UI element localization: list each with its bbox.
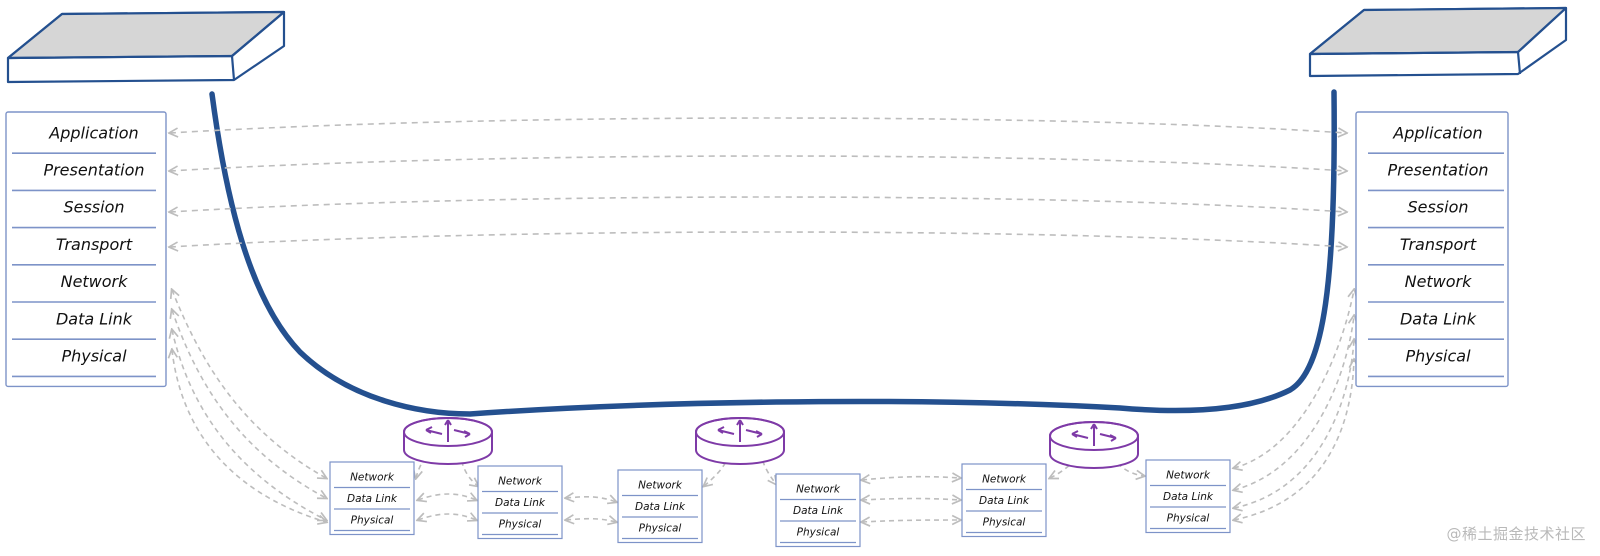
layer-label-physical: Physical bbox=[61, 347, 127, 366]
host-stack-frame bbox=[5, 111, 167, 388]
layer-label-transport: Transport bbox=[1400, 235, 1477, 254]
mid-layer-label-physical: Physical bbox=[983, 517, 1026, 529]
right-host-stack: ApplicationPresentationSessionTransportN… bbox=[1355, 111, 1509, 388]
mid-layer-label-network: Network bbox=[982, 474, 1027, 486]
hop-arrow bbox=[862, 520, 960, 522]
mid-layer-label-physical: Physical bbox=[351, 515, 394, 527]
hop-arrow bbox=[566, 519, 616, 522]
mid-layer-label-physical: Physical bbox=[499, 519, 542, 531]
mid-layer-label-network: Network bbox=[796, 484, 841, 496]
hop-arrow bbox=[172, 290, 326, 478]
mid-layer-label-network: Network bbox=[350, 472, 395, 484]
layer-label-physical: Physical bbox=[1405, 347, 1471, 366]
peer-arrow bbox=[170, 117, 1346, 133]
hop-arrow bbox=[418, 514, 476, 520]
layer-label-data-link: Data Link bbox=[1400, 309, 1477, 328]
mid-layer-label-data-link: Data Link bbox=[495, 497, 546, 509]
router-icon bbox=[403, 417, 493, 465]
layer-label-network: Network bbox=[1405, 272, 1473, 291]
mid-layer-label-physical: Physical bbox=[797, 527, 840, 539]
mid-stack-frame bbox=[775, 473, 861, 548]
left-host-device bbox=[6, 10, 286, 84]
physical-link-cable bbox=[209, 89, 1337, 417]
peer-arrow bbox=[170, 231, 1346, 247]
hop-arrow bbox=[862, 477, 960, 480]
hop-arrow bbox=[172, 330, 326, 520]
router-icon bbox=[695, 417, 785, 465]
mid-layer-label-physical: Physical bbox=[1167, 513, 1210, 525]
layer-label-transport: Transport bbox=[56, 235, 133, 254]
layer-label-network: Network bbox=[61, 272, 129, 291]
hop-arrow bbox=[1234, 290, 1354, 468]
hop-arrow bbox=[566, 497, 616, 502]
mid-stack-frame bbox=[477, 465, 563, 540]
router-icon bbox=[1049, 421, 1139, 469]
routers bbox=[403, 417, 1139, 469]
mid-layer-label-data-link: Data Link bbox=[347, 493, 398, 505]
mid-layer-label-data-link: Data Link bbox=[793, 505, 844, 517]
hop-arrow bbox=[1234, 360, 1354, 520]
layer-label-session: Session bbox=[63, 198, 124, 217]
layer-label-presentation: Presentation bbox=[1387, 161, 1488, 180]
watermark: @稀土掘金技术社区 bbox=[1446, 525, 1586, 543]
left-host-stack: ApplicationPresentationSessionTransportN… bbox=[5, 111, 167, 388]
right-host-device bbox=[1308, 6, 1568, 78]
mid-layer-label-physical: Physical bbox=[639, 523, 682, 535]
mid-layer-label-data-link: Data Link bbox=[979, 495, 1030, 507]
layer-label-application: Application bbox=[48, 123, 138, 142]
mid-stack-frame bbox=[329, 461, 415, 536]
hop-arrow bbox=[172, 310, 326, 498]
layer-label-presentation: Presentation bbox=[43, 161, 144, 180]
hop-arrow bbox=[172, 350, 326, 522]
mid-layer-label-data-link: Data Link bbox=[1163, 491, 1214, 503]
mid-stack-frame bbox=[617, 469, 703, 544]
peer-layer-arrows bbox=[170, 117, 1346, 247]
host-stack-frame bbox=[1355, 111, 1509, 388]
mid-layer-label-network: Network bbox=[638, 480, 683, 492]
mid-layer-label-data-link: Data Link bbox=[635, 501, 686, 513]
layer-label-session: Session bbox=[1407, 198, 1468, 217]
peer-arrow bbox=[170, 155, 1346, 171]
mid-layer-label-network: Network bbox=[498, 476, 543, 488]
hop-arrow bbox=[418, 494, 476, 500]
hop-arrow bbox=[862, 499, 960, 501]
mid-layer-label-network: Network bbox=[1166, 470, 1211, 482]
mid-stack-frame bbox=[961, 463, 1047, 538]
layer-label-application: Application bbox=[1392, 123, 1482, 142]
layer-label-data-link: Data Link bbox=[56, 309, 133, 328]
mid-stack-frame bbox=[1145, 459, 1231, 534]
peer-arrow bbox=[170, 196, 1346, 212]
